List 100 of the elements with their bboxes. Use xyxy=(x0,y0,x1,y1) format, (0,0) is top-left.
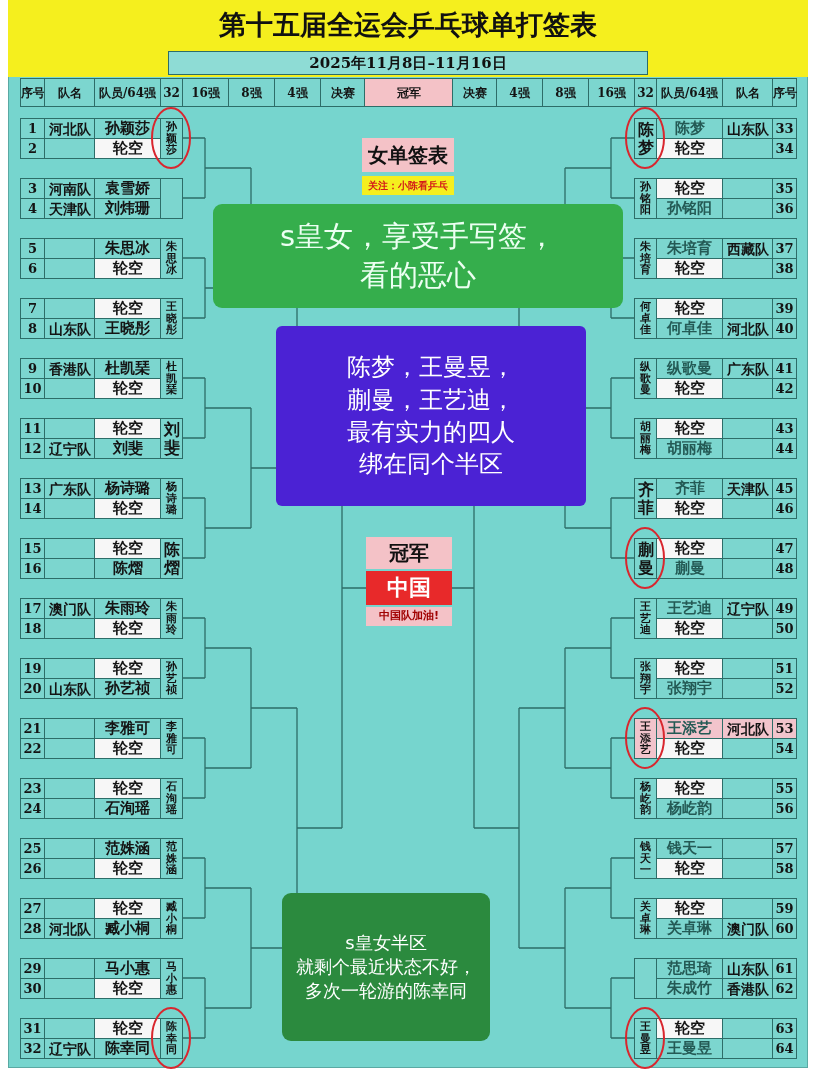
player-name: 孙艺祯 xyxy=(94,678,161,699)
winner-name: 陈梦 xyxy=(634,118,657,159)
position-number: 39 xyxy=(772,298,797,319)
champion-heading-panel xyxy=(366,537,452,569)
column-header: 队员/64强 xyxy=(656,78,723,107)
player-name: 朱成竹 xyxy=(656,978,723,999)
winner-name: 蒯曼 xyxy=(634,538,657,579)
winner-name: 孙铭阳 xyxy=(634,178,657,219)
position-number: 44 xyxy=(772,438,797,459)
player-name: 轮空 xyxy=(656,618,723,639)
page-title: 第十五届全运会乒乓球单打签表 xyxy=(219,9,597,42)
player-name: 胡丽梅 xyxy=(656,438,723,459)
cheer-note-strip xyxy=(366,607,452,626)
position-number: 4 xyxy=(20,198,45,219)
position-number: 35 xyxy=(772,178,797,199)
position-number: 20 xyxy=(20,678,45,699)
player-name: 轮空 xyxy=(656,858,723,879)
position-number: 24 xyxy=(20,798,45,819)
comment-panel xyxy=(276,326,586,506)
position-number: 52 xyxy=(772,678,797,699)
winner-name: 王曼昱 xyxy=(634,1018,657,1059)
column-header: 决赛 xyxy=(452,78,497,107)
position-number: 46 xyxy=(772,498,797,519)
position-number: 6 xyxy=(20,258,45,279)
column-header: 决赛 xyxy=(320,78,365,107)
player-name: 王曼昱 xyxy=(656,1038,723,1059)
column-header: 16强 xyxy=(588,78,635,107)
column-header: 4强 xyxy=(274,78,321,107)
heading-text: 冠军 xyxy=(389,539,429,567)
position-number: 12 xyxy=(20,438,45,459)
position-number: 10 xyxy=(20,378,45,399)
player-name: 轮空 xyxy=(656,138,723,159)
player-name: 孙铭阳 xyxy=(656,198,723,219)
winner-name: 刘斐 xyxy=(160,418,183,459)
position-number: 57 xyxy=(772,838,797,859)
champion-text: 中国 xyxy=(387,574,431,603)
note-text: 中国队加油! xyxy=(379,609,439,624)
heading-panel xyxy=(362,138,454,172)
winner-name: 纵歌曼 xyxy=(634,358,657,399)
position-number: 41 xyxy=(772,358,797,379)
position-number: 50 xyxy=(772,618,797,639)
champion-banner xyxy=(366,571,452,605)
player-name: 何卓佳 xyxy=(656,318,723,339)
column-header: 序号 xyxy=(20,78,45,107)
position-number: 36 xyxy=(772,198,797,219)
position-number: 26 xyxy=(20,858,45,879)
winner-name: 张翔宇 xyxy=(634,658,657,699)
position-number: 53 xyxy=(772,718,797,739)
position-number: 38 xyxy=(772,258,797,279)
position-number: 14 xyxy=(20,498,45,519)
winner-name: 陈幸同 xyxy=(160,1018,183,1059)
position-number: 2 xyxy=(20,138,45,159)
player-name: 轮空 xyxy=(94,498,161,519)
player-name: 陈幸同 xyxy=(94,1038,161,1059)
position-number: 33 xyxy=(772,118,797,139)
player-name: 轮空 xyxy=(94,378,161,399)
position-number: 58 xyxy=(772,858,797,879)
player-name: 刘炜珊 xyxy=(94,198,161,219)
winner-name: 陈熠 xyxy=(160,538,183,579)
column-header: 队名 xyxy=(722,78,773,107)
position-number: 42 xyxy=(772,378,797,399)
winner-name: 朱思冰 xyxy=(160,238,183,279)
position-number: 63 xyxy=(772,1018,797,1039)
player-name: 轮空 xyxy=(94,858,161,879)
player-name: 轮空 xyxy=(94,618,161,639)
date-banner: 2025年11月8日–11月16日 xyxy=(168,51,648,75)
player-name: 轮空 xyxy=(656,738,723,759)
position-number: 51 xyxy=(772,658,797,679)
team-name: 澳门队 xyxy=(722,918,773,939)
player-name: 轮空 xyxy=(656,378,723,399)
heading-text: 女单签表 xyxy=(368,141,448,169)
winner-name: 杜凯琹 xyxy=(160,358,183,399)
comment-text: 就剩个最近状态不好，多次一轮游的陈幸同 xyxy=(295,954,477,1004)
position-number: 55 xyxy=(772,778,797,799)
position-number: 60 xyxy=(772,918,797,939)
winner-name: 王添艺 xyxy=(634,718,657,759)
winner-name: 何卓佳 xyxy=(634,298,657,339)
comment-text: s皇女，享受手写签，看的恶心 xyxy=(278,217,558,294)
player-name: 陈熠 xyxy=(94,558,161,579)
player-name: 轮空 xyxy=(94,978,161,999)
follow-note-strip xyxy=(362,176,454,195)
player-name: 王晓彤 xyxy=(94,318,161,339)
column-header: 8强 xyxy=(542,78,589,107)
player-name: 轮空 xyxy=(94,738,161,759)
position-number: 28 xyxy=(20,918,45,939)
position-number: 62 xyxy=(772,978,797,999)
team-name: 香港队 xyxy=(722,978,773,999)
winner-name: 范姝涵 xyxy=(160,838,183,879)
position-number: 22 xyxy=(20,738,45,759)
position-number: 32 xyxy=(20,1038,45,1059)
position-number: 49 xyxy=(772,598,797,619)
winner-name: 李雅可 xyxy=(160,718,183,759)
position-number: 48 xyxy=(772,558,797,579)
winner-name: 关卓琳 xyxy=(634,898,657,939)
player-name: 轮空 xyxy=(656,258,723,279)
position-number: 59 xyxy=(772,898,797,919)
winner-name: 王晓彤 xyxy=(160,298,183,339)
column-header: 队名 xyxy=(44,78,95,107)
position-number: 54 xyxy=(772,738,797,759)
team-name: 山东队 xyxy=(44,678,95,699)
